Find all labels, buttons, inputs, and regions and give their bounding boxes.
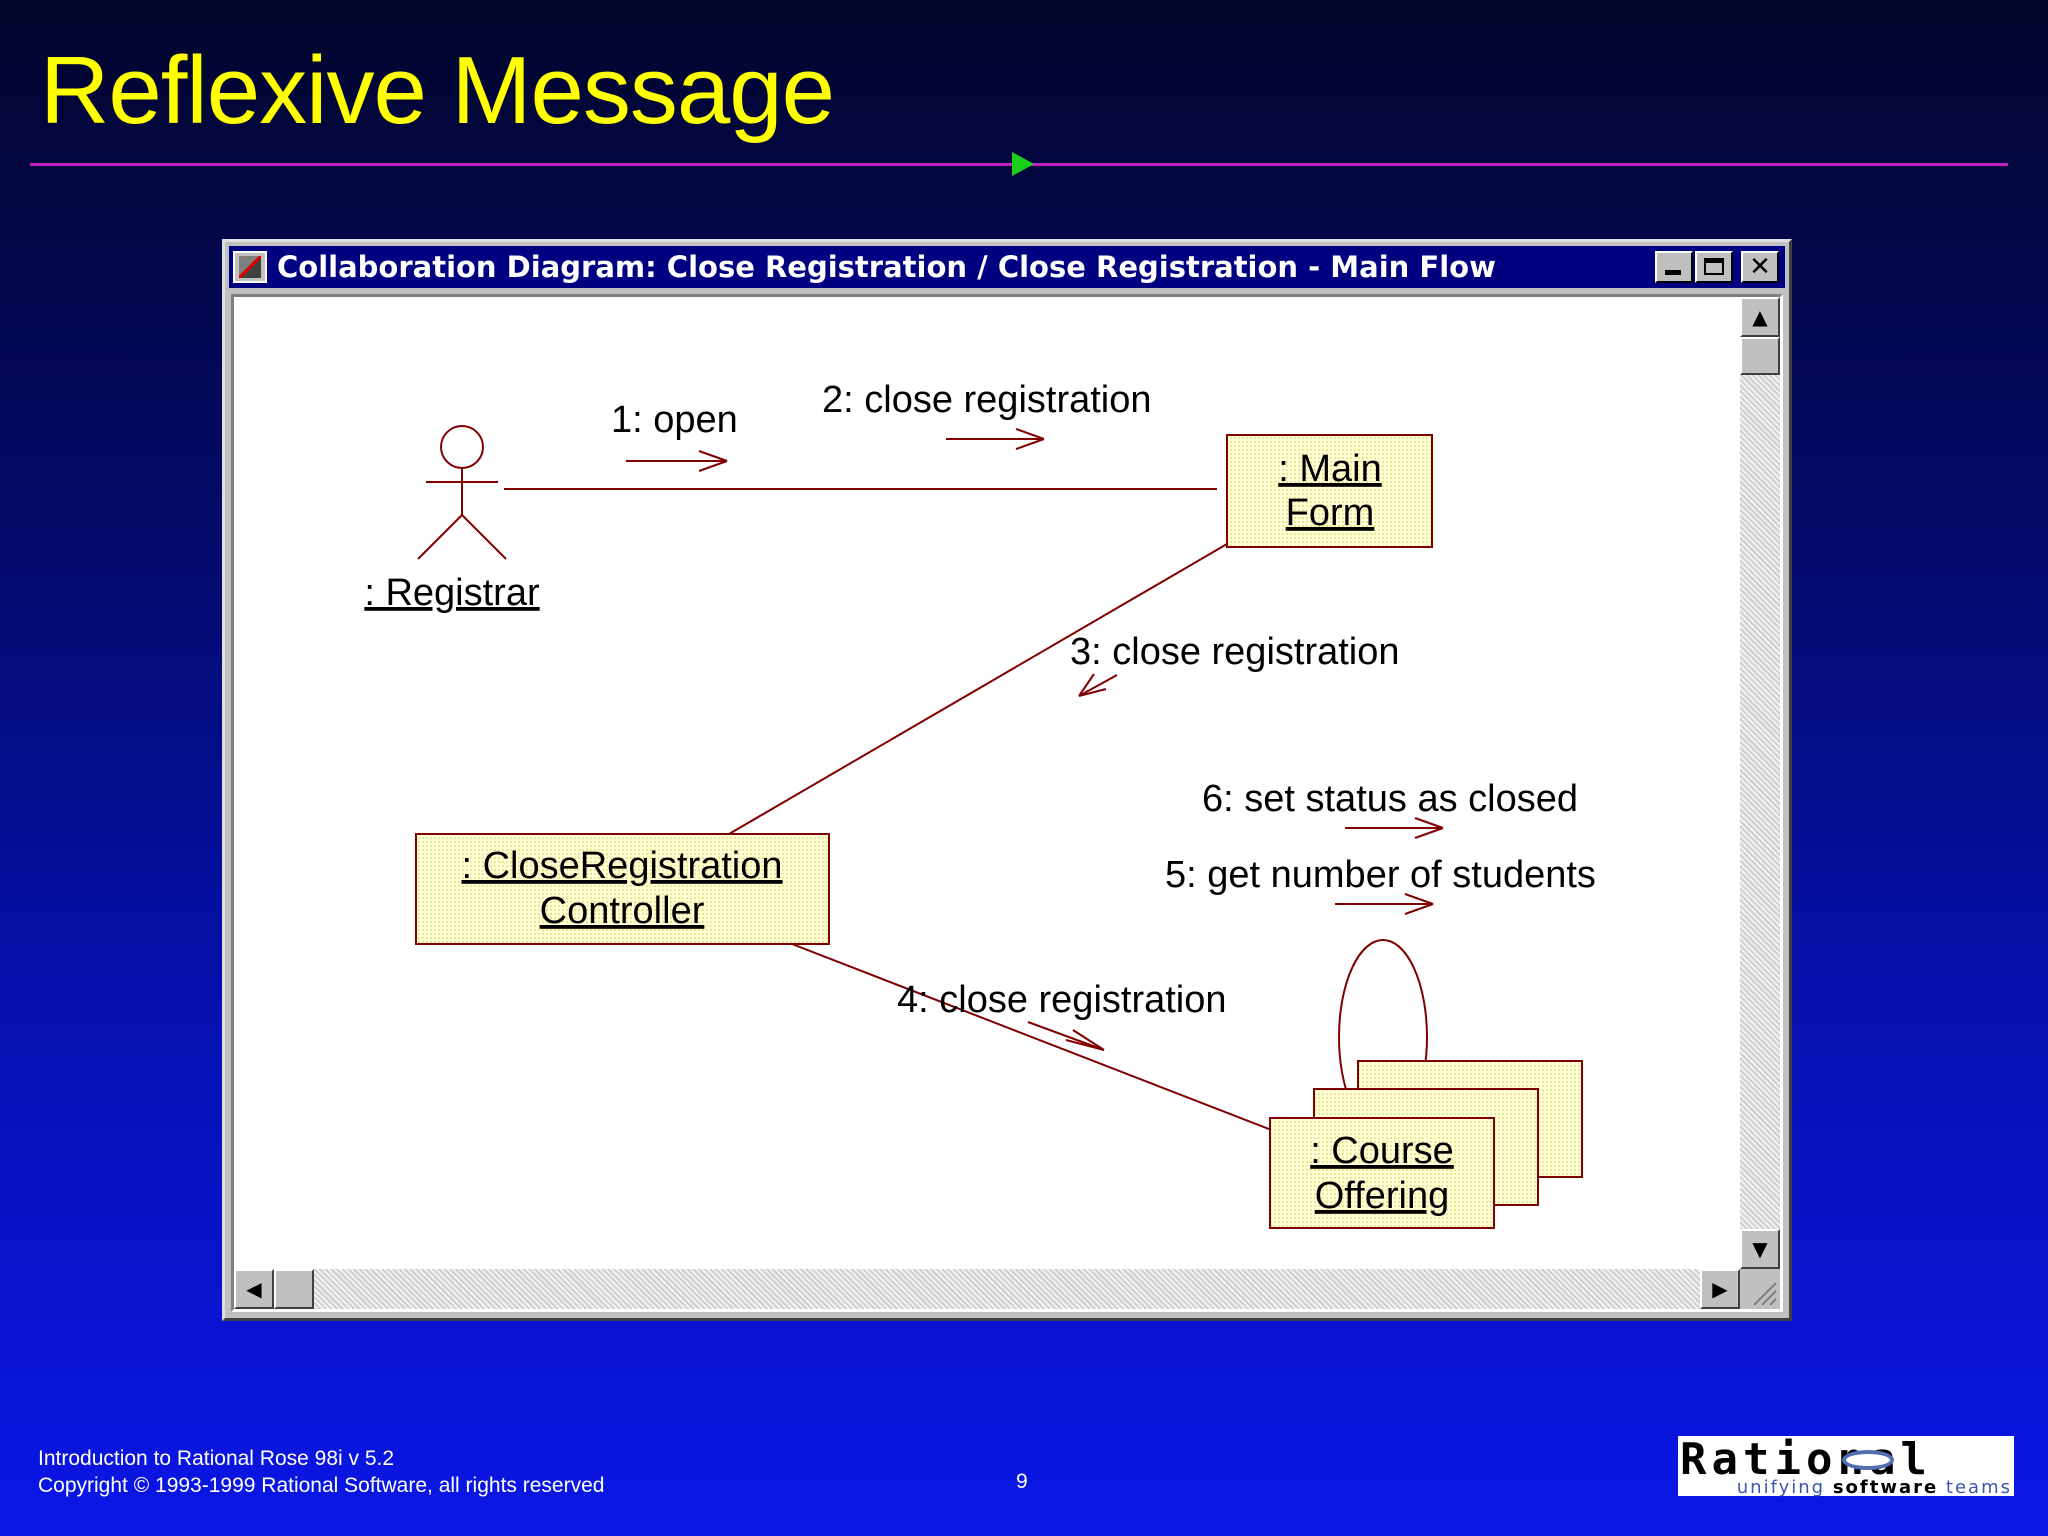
diagram-canvas[interactable]: : Registrar : Main Form : CloseRegistrat… [231,294,1783,1312]
message-1-label: 1: open [611,399,738,441]
maximize-icon [1704,258,1724,275]
message-4-label: 4: close registration [897,979,1227,1021]
main-form-label-2: Form [1286,492,1375,534]
scroll-right-button[interactable]: ▶ [1700,1269,1740,1309]
link-mainform-controller [728,543,1228,835]
actor-label: : Registrar [364,572,540,614]
arrow-m1-icon [626,450,728,472]
horizontal-scrollbar[interactable]: ◀ ▶ [234,1269,1740,1309]
minimize-button[interactable] [1655,251,1693,283]
message-6-label: 6: set status as closed [1202,778,1578,820]
arrow-m6-icon [1345,817,1444,839]
arrow-m5-icon [1335,893,1434,915]
scroll-down-icon: ▼ [1752,1237,1768,1261]
collaboration-diagram-window[interactable]: Collaboration Diagram: Close Registratio… [222,239,1792,1321]
close-icon: ✕ [1749,252,1771,282]
controller-label-2: Controller [540,890,705,932]
resize-grip[interactable] [1740,1269,1780,1309]
scroll-up-button[interactable]: ▲ [1740,297,1780,337]
actor-icon [417,425,507,560]
footer-copyright: Copyright © 1993-1999 Rational Software,… [38,1474,605,1497]
main-form-label-1: : Main [1278,448,1381,490]
diagram-window-icon[interactable] [233,251,267,283]
course-offering-label-2: Offering [1315,1175,1449,1217]
course-offering-label-1: : Course [1310,1130,1454,1172]
message-5-label: 5: get number of students [1165,854,1596,896]
scroll-right-icon: ▶ [1712,1277,1728,1301]
page-number: 9 [1016,1470,1028,1493]
vertical-scrollbar[interactable]: ▲ ▼ [1740,297,1780,1269]
logo-tagline: unifying software teams [1736,1477,2012,1498]
resize-grip-icon [1753,1282,1777,1306]
rational-logo: Rational unifying software teams [1678,1434,2014,1498]
maximize-button[interactable] [1695,251,1733,283]
arrow-m3-icon [1078,673,1118,697]
footer-course-title: Introduction to Rational Rose 98i v 5.2 [38,1447,395,1470]
link-controller-course [773,936,1275,1132]
slide-title: Reflexive Message [40,37,835,144]
window-title: Collaboration Diagram: Close Registratio… [277,250,1496,284]
scroll-left-button[interactable]: ◀ [234,1269,274,1309]
minimize-icon [1665,270,1681,275]
message-3-label: 3: close registration [1070,631,1400,673]
arrow-m2-icon [946,428,1045,450]
controller-box [415,833,830,945]
controller-label-1: : CloseRegistration [461,845,782,887]
horizontal-scroll-thumb[interactable] [274,1269,314,1309]
arrow-m4-icon [1027,1021,1105,1051]
close-button[interactable]: ✕ [1741,251,1779,283]
collaboration-diagram: : Registrar : Main Form : CloseRegistrat… [364,379,1596,1229]
scroll-down-button[interactable]: ▼ [1740,1229,1780,1269]
window-titlebar[interactable]: Collaboration Diagram: Close Registratio… [229,246,1785,288]
rule-arrow-icon [1012,152,1034,176]
logo-ring-icon [1842,1450,1894,1470]
vertical-scroll-thumb[interactable] [1740,337,1780,375]
message-2-label: 2: close registration [822,379,1152,421]
course-offering-box [1269,1117,1495,1229]
scroll-left-icon: ◀ [246,1277,262,1301]
main-form-box [1226,434,1433,548]
scroll-up-icon: ▲ [1752,305,1768,329]
